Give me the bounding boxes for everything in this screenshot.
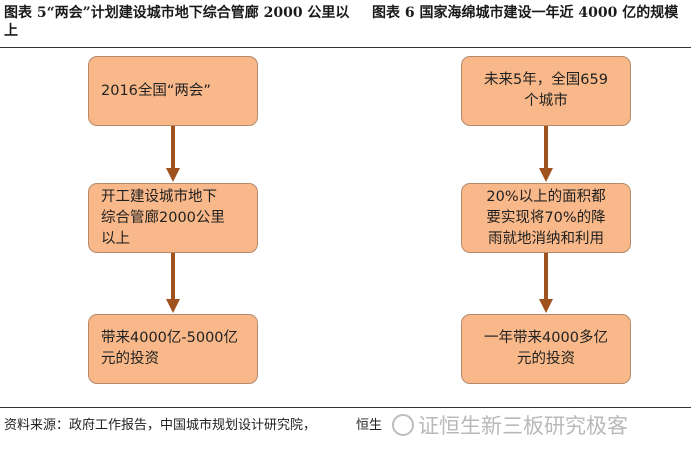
figure-5-title: 图表 5“两会”计划建设城市地下综合管廊 2000 公里以上: [4, 5, 350, 39]
right-box-2-line-3: 雨就地消纳和利用: [487, 230, 604, 247]
right-box-1-line-2: 个城市: [524, 93, 568, 109]
left-box-2-line-3: 以上: [101, 230, 130, 247]
right-box-2-line-2: 要实现将70%的降: [486, 209, 606, 226]
right-arrow-1: [539, 126, 553, 182]
source-text: 资料来源：政府工作报告，中国城市规划设计研究院，: [4, 418, 317, 433]
left-arrow-1: [166, 126, 180, 182]
bottom-rule: [0, 407, 691, 408]
right-box-1-line-1: 未来5年，全国659: [484, 72, 608, 88]
top-rule: [0, 47, 691, 48]
right-box-2-line-1: 20%以上的面积都: [486, 188, 606, 205]
right-box-3-line-1: 一年带来4000多亿: [484, 330, 608, 346]
left-box-2-line-2: 综合管廊2000公里: [101, 209, 225, 226]
right-box-2-text: 20%以上的面积都 要实现将70%的降 雨就地消纳和利用: [486, 187, 605, 250]
left-box-3-text: 带来4000亿-5000亿 元的投资: [101, 328, 238, 370]
wechat-logo-icon: [392, 414, 414, 436]
right-box-1-text: 未来5年，全国659 个城市: [484, 70, 608, 112]
right-box-3-line-2: 元的投资: [517, 351, 575, 367]
right-box-3-text: 一年带来4000多亿 元的投资: [484, 328, 608, 370]
watermark-text: 证恒生新三板研究极客: [418, 414, 628, 438]
left-box-3-line-2: 元的投资: [101, 351, 159, 367]
watermark: 证恒生新三板研究极客: [392, 410, 628, 440]
left-flow-box-investment: 带来4000亿-5000亿 元的投资: [88, 314, 258, 384]
source-tail: 恒生: [356, 418, 383, 433]
left-box-2-text: 开工建设城市地下 综合管廊2000公里 以上: [101, 187, 225, 250]
left-box-2-line-1: 开工建设城市地下: [101, 188, 217, 205]
source-note: 资料来源：政府工作报告，中国城市规划设计研究院， 恒生: [4, 414, 382, 433]
left-flow-box-pipe-gallery: 开工建设城市地下 综合管廊2000公里 以上: [88, 183, 258, 253]
right-arrow-2: [539, 253, 553, 313]
figure-6-title: 图表 6 国家海绵城市建设一年近 4000 亿的规模: [372, 5, 679, 21]
right-flow-box-investment: 一年带来4000多亿 元的投资: [461, 314, 631, 384]
right-flow-box-rainwater: 20%以上的面积都 要实现将70%的降 雨就地消纳和利用: [461, 183, 631, 253]
left-flow-box-two-sessions: 2016全国“两会”: [88, 56, 258, 126]
right-flow-box-cities: 未来5年，全国659 个城市: [461, 56, 631, 126]
left-arrow-2: [166, 253, 180, 313]
left-box-1-text: 2016全国“两会”: [101, 82, 211, 99]
left-box-3-line-1: 带来4000亿-5000亿: [101, 330, 239, 346]
